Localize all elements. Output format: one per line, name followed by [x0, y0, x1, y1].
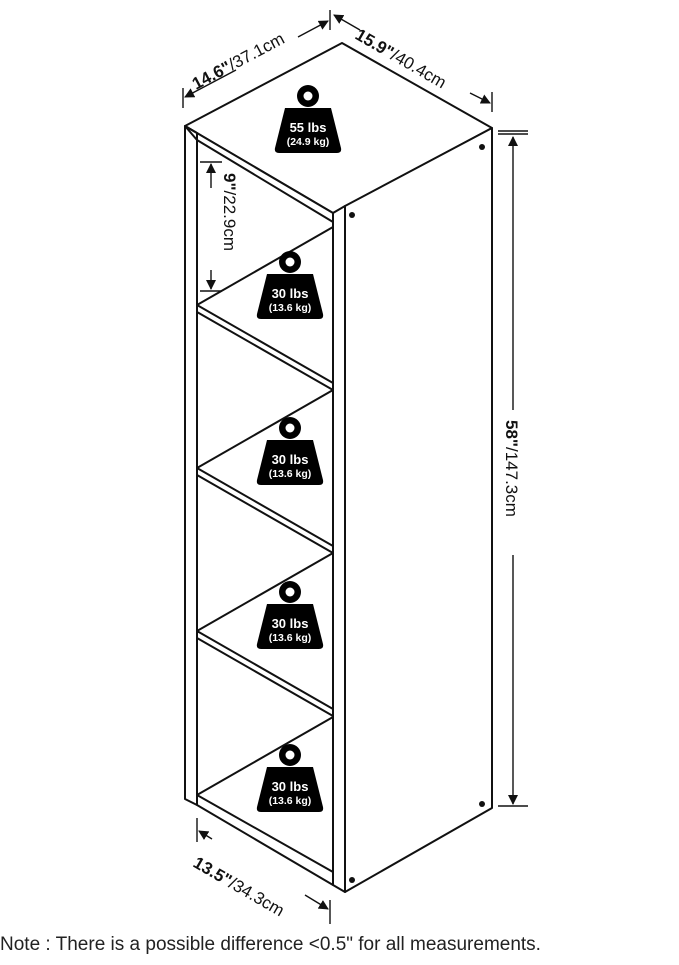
shelves: [196, 226, 334, 717]
screw-dot: [479, 144, 485, 150]
weight-icon-shelf-3: 30 lbs (13.6 kg): [256, 581, 324, 649]
screw-dot: [479, 801, 485, 807]
screw-dot: [349, 212, 355, 218]
right-side-panel: [344, 127, 493, 893]
weight-icon-shelf-2: 30 lbs (13.6 kg): [256, 417, 324, 485]
width-top-label: 15.9"/40.4cm: [352, 25, 450, 92]
depth-top-arrow-left: [184, 69, 237, 98]
depth-bottom-label: 13.5"/34.3cm: [190, 853, 288, 920]
weight-shelf4-kg: (13.6 kg): [269, 795, 312, 807]
weight-shelf3-kg: (13.6 kg): [269, 632, 312, 644]
width-top-arrow-left: [333, 14, 361, 31]
width-top-arrow-right: [469, 92, 491, 104]
weight-top-kg: (24.9 kg): [287, 136, 330, 148]
height-label: 58"/147.3cm: [502, 420, 521, 517]
weight-icon-top: 55 lbs (24.9 kg): [274, 85, 342, 153]
measurement-note: Note : There is a possible difference <0…: [0, 934, 541, 955]
bottom-panel: [196, 794, 334, 886]
depth-bottom-arrow-left: [198, 830, 213, 840]
weight-icon-shelf-1: 30 lbs (13.6 kg): [256, 251, 324, 319]
weight-shelf2-kg: (13.6 kg): [269, 468, 312, 480]
weight-shelf2-lbs: 30 lbs: [272, 452, 309, 467]
cubby-height-label: 9"/22.9cm: [220, 173, 239, 251]
weight-shelf4-lbs: 30 lbs: [272, 779, 309, 794]
depth-top-arrow-right: [297, 20, 329, 38]
front-side-panel: [332, 205, 346, 893]
weight-top-lbs: 55 lbs: [290, 120, 327, 135]
dimension-lines: [182, 10, 528, 924]
bookcase-body: [184, 42, 493, 893]
left-side-panel: [184, 125, 198, 806]
weight-shelf3-lbs: 30 lbs: [272, 616, 309, 631]
screw-dot: [349, 877, 355, 883]
shelf-3: [196, 552, 334, 717]
depth-top-label: 14.6"/37.1cm: [189, 29, 288, 93]
depth-bottom-arrow-right: [304, 894, 329, 910]
weight-icon-shelf-4: 30 lbs (13.6 kg): [256, 744, 324, 812]
weight-shelf1-kg: (13.6 kg): [269, 302, 312, 314]
weight-shelf1-lbs: 30 lbs: [272, 286, 309, 301]
screws: [349, 144, 485, 883]
